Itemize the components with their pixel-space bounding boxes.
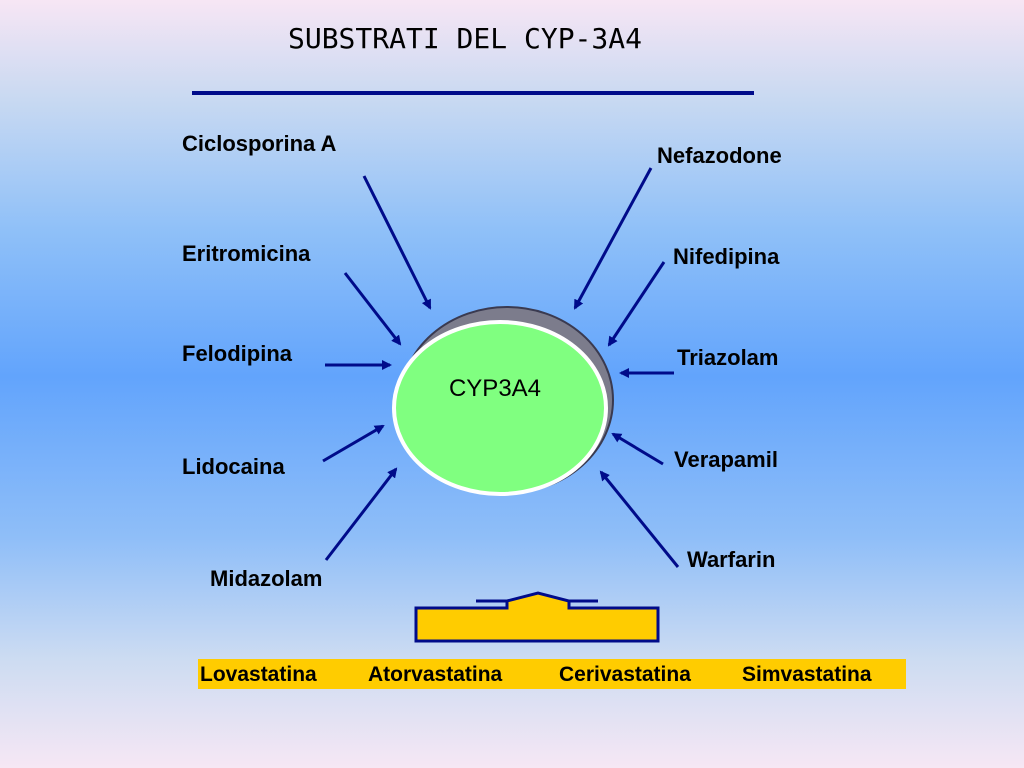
arrow-lidocaina [322,424,385,463]
substrate-label: Nifedipina [673,244,780,269]
substrate-label: Triazolam [677,345,779,370]
statin-label: Simvastatina [742,663,872,686]
enzyme-ellipse [392,320,608,496]
arrow-warfarin [599,470,680,568]
page-title: SUBSTRATI DEL CYP-3A4 [287,22,642,55]
statin-label: Cerivastatina [559,663,691,686]
enzyme-label: CYP3A4 [448,375,542,402]
substrate-label: Nefazodone [657,143,782,168]
arrow-midazolam [324,467,398,561]
substrate-label: Verapamil [674,447,778,472]
title-underline [192,91,754,95]
substrate-label: Lidocaina [182,454,285,479]
arrow-ciclosporina [362,175,432,310]
statin-block-arrow [414,591,660,643]
statin-label: Atorvastatina [368,663,503,686]
arrow-eritromicina [343,272,402,346]
substrate-label: Midazolam [210,566,323,591]
arrow-nifedipina [607,261,666,347]
arrow-nefazodone [573,167,653,310]
statin-highlight-bar [198,659,906,689]
substrate-label: Ciclosporina A [182,131,337,156]
arrow-verapamil [611,432,664,466]
statin-label: Lovastatina [200,663,317,686]
substrate-label: Warfarin [687,547,776,572]
substrate-label: Felodipina [182,341,292,366]
substrate-label: Eritromicina [182,241,311,266]
